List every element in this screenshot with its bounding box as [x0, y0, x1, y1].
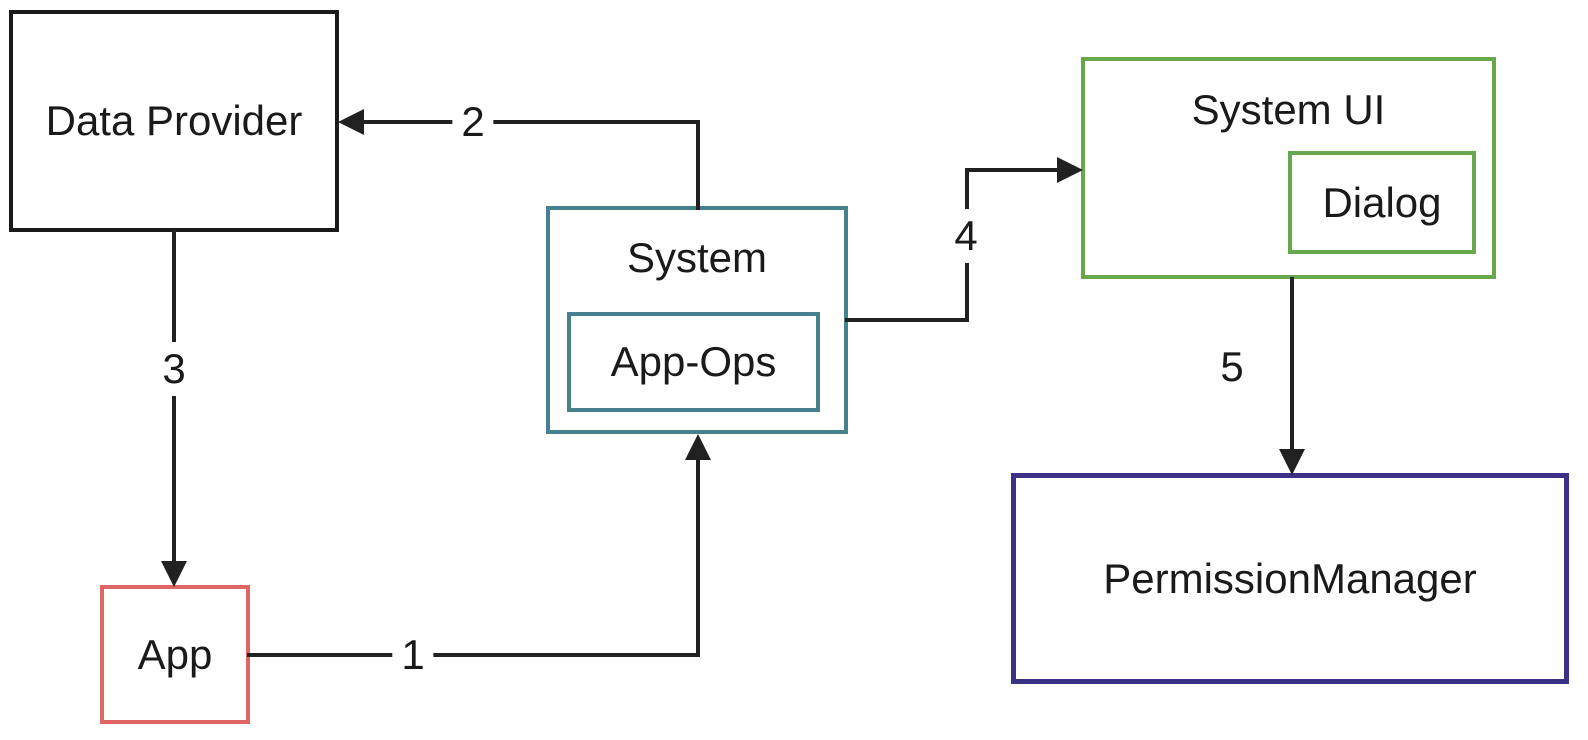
- arrow-3-segment-vertical: [172, 229, 176, 565]
- arrow-2-segment-vertical: [696, 122, 700, 210]
- arrow-5-arrowhead-down-icon: [1279, 449, 1305, 475]
- arrow-3-arrowhead-down-icon: [161, 561, 187, 587]
- arrow-1-segment-horizontal: [247, 653, 700, 657]
- node-dialog: Dialog: [1288, 151, 1476, 254]
- node-dialog-label: Dialog: [1322, 178, 1442, 226]
- arrow-1-segment-vertical: [696, 452, 700, 657]
- node-app-label: App: [137, 630, 213, 678]
- arrow-5-label: 5: [1211, 340, 1253, 394]
- arrow-2-label: 2: [452, 95, 494, 149]
- arrow-4-segment-horizontal-lower: [845, 318, 969, 322]
- arrow-4-arrowhead-right-icon: [1057, 157, 1083, 183]
- arrow-5-segment-vertical: [1290, 277, 1294, 452]
- node-app-ops: App-Ops: [567, 312, 820, 412]
- node-data-provider: Data Provider: [9, 10, 339, 232]
- arrow-1-arrowhead-up-icon: [685, 434, 711, 460]
- arrow-4-label: 4: [945, 209, 987, 263]
- node-data-provider-label: Data Provider: [45, 97, 303, 144]
- arrow-4-segment-horizontal-upper: [965, 168, 1061, 172]
- node-system-label: System: [626, 234, 768, 281]
- node-permission-manager-label: PermissionManager: [1103, 554, 1477, 602]
- arrow-2-arrowhead-left-icon: [338, 109, 364, 135]
- arrow-1-label: 1: [392, 628, 434, 682]
- node-system-ui-label: System UI: [1191, 86, 1386, 133]
- arrow-2-segment-horizontal: [360, 120, 700, 124]
- node-permission-manager: PermissionManager: [1011, 473, 1569, 684]
- node-app-ops-label: App-Ops: [610, 338, 777, 385]
- node-app: App: [100, 585, 250, 724]
- arrow-3-label: 3: [153, 342, 195, 396]
